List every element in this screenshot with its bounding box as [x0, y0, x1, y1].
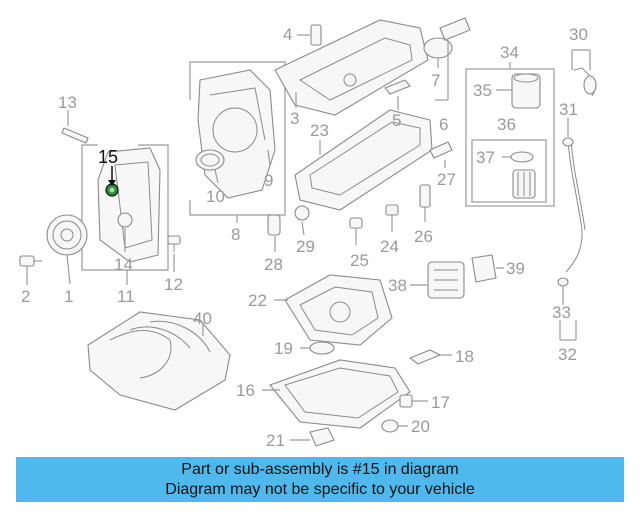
gasket-part-10 — [195, 149, 225, 184]
seal-part-15 — [105, 166, 119, 197]
callout-40: 40 — [193, 309, 212, 328]
dipstick-part-32 — [557, 49, 597, 341]
callout-22: 22 — [248, 291, 267, 310]
bolt-part-12 — [167, 235, 181, 272]
callout-37: 37 — [476, 148, 495, 167]
callout-5: 5 — [392, 111, 401, 130]
sensor-part-28 — [267, 214, 281, 252]
callout-31: 31 — [559, 100, 578, 119]
callout-21: 21 — [266, 431, 285, 450]
bolt-part-24 — [385, 204, 399, 232]
filter-housing-part-35 — [496, 73, 541, 109]
valve-cover-part-3 — [274, 19, 429, 116]
callout-16: 16 — [236, 381, 255, 400]
callout-20: 20 — [411, 417, 430, 436]
callout-24: 24 — [380, 237, 399, 256]
oil-cap-part-7 — [423, 17, 471, 101]
callout-23: 23 — [310, 121, 329, 140]
callout-32: 32 — [558, 345, 577, 364]
group-bracket-11 — [81, 144, 169, 271]
banner-line-2: Diagram may not be specific to your vehi… — [165, 481, 475, 498]
callout-29: 29 — [296, 237, 315, 256]
callout-39: 39 — [506, 259, 525, 278]
callout-18: 18 — [455, 347, 474, 366]
callout-3: 3 — [290, 109, 299, 128]
callout-36: 36 — [497, 115, 516, 134]
o-ring-part-37 — [502, 151, 534, 163]
callout-1: 1 — [64, 287, 73, 306]
callout-35: 35 — [473, 81, 492, 100]
plug-part-20 — [381, 419, 408, 433]
callout-27: 27 — [437, 170, 456, 189]
bolt-part-2 — [19, 255, 42, 285]
callout-12: 12 — [164, 275, 183, 294]
callout-14: 14 — [114, 255, 133, 274]
callout-33: 33 — [552, 303, 571, 322]
gasket-part-39 — [471, 254, 504, 283]
pulley-part — [46, 214, 88, 285]
banner-line-1: Part or sub-assembly is #15 in diagram — [181, 461, 459, 478]
callout-15: 15 — [98, 147, 118, 167]
callout-11: 11 — [117, 287, 135, 306]
bracket-part-13 — [61, 110, 89, 144]
baffle-part-22 — [274, 274, 393, 346]
filter-element — [512, 169, 536, 199]
callout-25: 25 — [350, 251, 369, 270]
callout-9: 9 — [264, 171, 273, 190]
callout-4: 4 — [283, 25, 292, 44]
callout-19: 19 — [274, 339, 293, 358]
info-banner: Part or sub-assembly is #15 in diagram D… — [16, 457, 624, 502]
sensor-part-21 — [290, 427, 335, 447]
bracket-part-27 — [429, 141, 453, 168]
oil-pan-part-16 — [262, 359, 411, 429]
callout-34: 34 — [500, 43, 519, 62]
callout-7: 7 — [431, 71, 440, 90]
callout-30: 30 — [569, 25, 588, 44]
callout-10: 10 — [206, 187, 225, 206]
callout-38: 38 — [388, 276, 407, 295]
callout-8: 8 — [231, 225, 240, 244]
callout-17: 17 — [431, 393, 450, 412]
bolt-part-25 — [349, 217, 363, 245]
intake-manifold-part-40 — [87, 311, 231, 411]
bracket-part-18 — [408, 349, 452, 365]
callout-2: 2 — [21, 287, 30, 306]
ring-part-19 — [300, 341, 335, 355]
drain-bolt-part-17 — [399, 394, 428, 408]
bolt-part-26 — [419, 184, 431, 222]
timing-cover-part-11 — [97, 147, 161, 263]
oil-cooler-part-38 — [410, 261, 465, 299]
stud-part-4 — [297, 24, 322, 46]
callout-28: 28 — [264, 255, 283, 274]
callout-26: 26 — [414, 227, 433, 246]
bracket-part-5 — [384, 79, 411, 110]
callout-13: 13 — [58, 93, 77, 112]
callout-6: 6 — [439, 115, 448, 134]
group-bracket-8 — [189, 61, 286, 216]
group-box-36 — [471, 139, 547, 203]
parts-diagram: 1 2 3 4 5 6 7 8 9 10 11 12 13 14 15 16 1… — [19, 17, 597, 450]
sensor-part-29 — [294, 205, 310, 236]
